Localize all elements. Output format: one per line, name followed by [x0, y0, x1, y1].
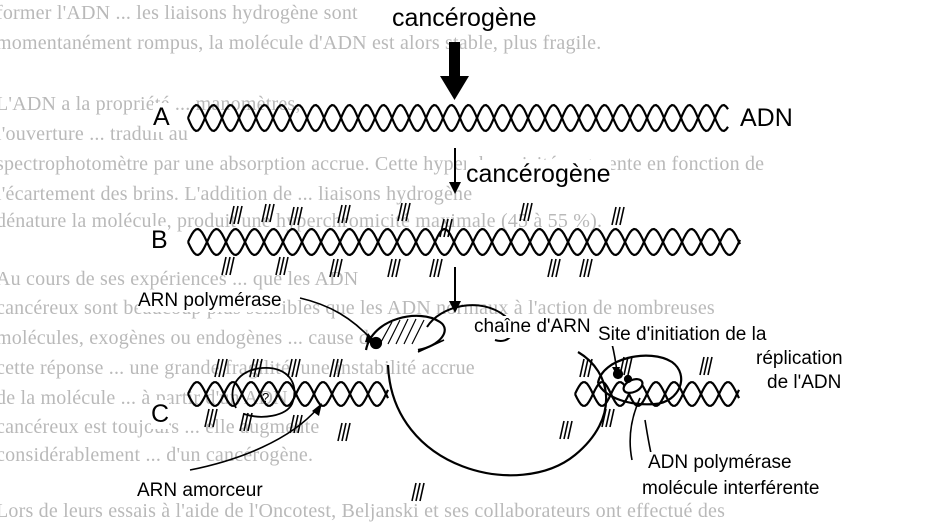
carcinogen-hatch-mark: [611, 206, 625, 226]
dna-strands: [186, 103, 741, 407]
rna-chain-pointer: [417, 339, 445, 353]
dna-helix-b: [187, 227, 741, 257]
dna-strand: [186, 103, 729, 133]
carcinogen-hatch-mark: [411, 482, 425, 502]
rna-chain-label: chaîne d'ARN: [474, 316, 591, 338]
carcinogen-hatch-mark: [547, 258, 561, 278]
dna-strand: [187, 227, 741, 257]
dna-label: ADN: [740, 104, 793, 133]
interfering-molecule-label: molécule interférente: [642, 478, 820, 500]
replication-site-label-line3: de l'ADN: [767, 372, 842, 394]
primer-loop: [231, 367, 296, 418]
carcinogen-hatch-mark: [429, 258, 443, 278]
rna-primer-label: ARN amorceur: [137, 480, 263, 502]
carcinogen-hatch-mark: [559, 420, 573, 440]
carcinogen-hatch-mark: [275, 256, 289, 276]
dna-strand: [574, 381, 740, 407]
rna-polymerase-body: [364, 314, 446, 352]
carcinogen-arrow-mid: [449, 148, 461, 194]
rna-polymerase-hatching: [379, 318, 425, 345]
dna-strand: [187, 381, 389, 407]
dna-strand: [187, 381, 389, 407]
dna-strand: [187, 227, 741, 257]
replication-dot: [623, 374, 633, 384]
carcinogen-hatch-mark: [229, 205, 243, 225]
carcinogen-hatch-mark: [699, 356, 713, 376]
carcinogen-hatch-mark: [287, 358, 301, 378]
row-label-a: A: [153, 103, 170, 132]
carcinogen-hatch-mark: [387, 258, 401, 278]
bg-line: l'écartement des brins. L'addition de ..…: [0, 183, 473, 205]
bg-line: cette réponse ... une grande fragilité, …: [0, 357, 475, 379]
replication-complex: [231, 304, 683, 477]
row-label-c: C: [151, 400, 170, 429]
rna-polymerase-label: ARN polymérase: [138, 290, 282, 312]
carcinogen-hatch-mark: [519, 202, 533, 222]
dna-loop: [386, 351, 608, 477]
carcinogen-hatch-mark: [579, 258, 593, 278]
replication-site-label-line2: réplication: [756, 348, 843, 370]
bg-line: considérablement ... d'un cancérogène.: [0, 444, 314, 466]
carcinogen-hatch-mark: [261, 203, 275, 223]
carcinogen-marks: [204, 202, 713, 502]
rna-polymerase-pointer: [299, 297, 373, 341]
carcinogen-hatch-mark: [439, 218, 453, 238]
bg-line: de la molécule ... à partir d'un ADN: [0, 387, 288, 409]
carcinogen-hatch-mark: [329, 258, 343, 278]
rna-chain-loop: [426, 304, 514, 342]
bg-line: l'ouverture ... traduit au: [0, 123, 189, 145]
replication-bubble: [596, 354, 683, 406]
dna-helix-a: [186, 103, 729, 133]
bg-line: former l'ADN ... les liaisons hydrogène …: [0, 2, 358, 24]
carcinogen-arrow-top: [440, 42, 469, 100]
carcinogen-hatch-mark: [289, 206, 303, 226]
dna-helix-c-left: [187, 381, 389, 407]
dna-polymerase-label: ADN polymérase: [648, 452, 792, 474]
pointer-lines: [189, 297, 656, 471]
question-mark: ?: [262, 390, 270, 405]
carcinogen-label-top: cancérogène: [392, 4, 537, 33]
carcinogen-hatch-mark: [221, 256, 235, 276]
bg-line: Lors de leurs essais à l'aide de l'Oncot…: [0, 500, 726, 522]
rna-primer-pointer: [189, 407, 319, 471]
carcinogen-hatch-mark: [337, 422, 351, 442]
carcinogen-hatch-mark: [214, 358, 228, 378]
carcinogen-hatch-mark: [204, 408, 218, 428]
dna-strand: [186, 103, 729, 133]
replication-site-label-line1: Site d'initiation de la: [598, 324, 767, 346]
carcinogen-label-mid: cancérogène: [466, 160, 611, 189]
row-label-b: B: [151, 226, 168, 255]
bg-line: dénature la molécule, produit une hyperc…: [0, 210, 603, 232]
carcinogen-hatch-mark: [397, 202, 411, 222]
carcinogen-hatch-mark: [329, 358, 343, 378]
carcinogen-hatch-mark: [337, 204, 351, 224]
interfering-pointer: [629, 397, 641, 461]
bg-line: Au cours de ses expériences ... que les …: [0, 268, 359, 290]
bg-line: molécules, exogènes ou endogènes ... cau…: [0, 327, 379, 349]
